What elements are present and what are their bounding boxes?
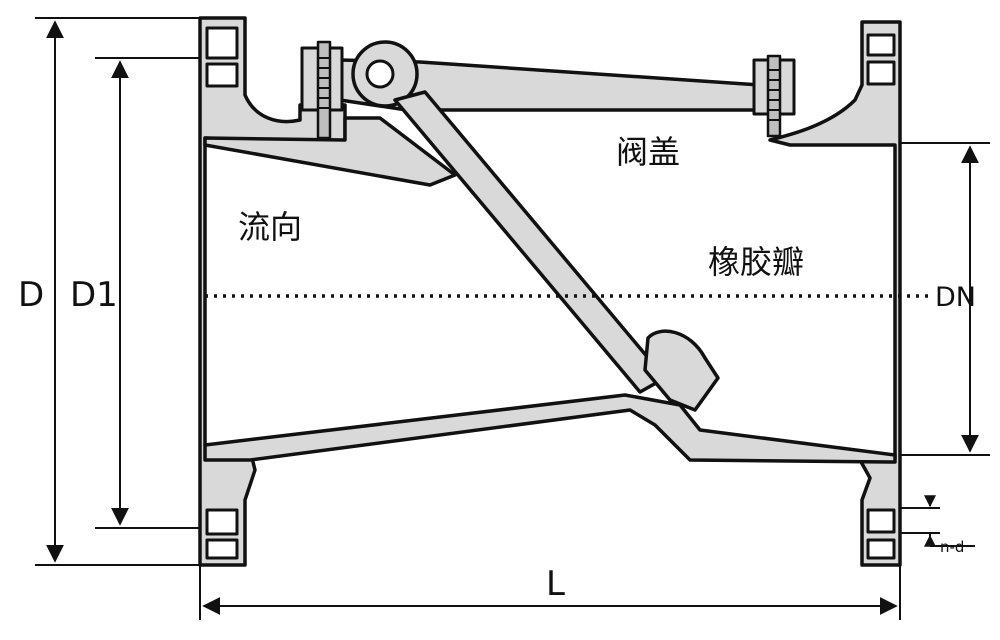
upper-body-wall [203,116,457,187]
bolt-threads [318,57,780,121]
right-flange-hole-bottom [866,508,896,534]
label-flow-direction: 流向 [238,208,302,246]
disc-counterweight [643,329,720,412]
dimension-lines [35,17,990,620]
label-l: L [546,564,565,604]
bonnet-cover [338,58,762,114]
right-flange-hole-bottom-2 [866,538,896,560]
right-flange-hole-top [866,33,896,57]
label-n-d: n-d [940,538,964,556]
hinge-pin [365,59,395,89]
left-flange-hole-top [205,26,239,60]
label-dn: DN [935,282,976,313]
label-d: D [18,275,44,315]
valve-body [198,16,902,567]
left-flange-hole-bottom-2 [205,538,239,560]
right-flange-hole-top-2 [866,60,896,86]
left-bonnet-bolt-inner [316,40,332,140]
label-valve-cover: 阀盖 [616,133,680,171]
right-bonnet-bolt-inner [766,54,782,138]
left-flange-hole-top-2 [205,62,239,88]
left-flange-hole-bottom [205,508,239,536]
label-rubber-disc: 橡胶瓣 [708,243,804,281]
lower-body-wall [203,393,897,464]
label-d1: D1 [70,275,118,315]
